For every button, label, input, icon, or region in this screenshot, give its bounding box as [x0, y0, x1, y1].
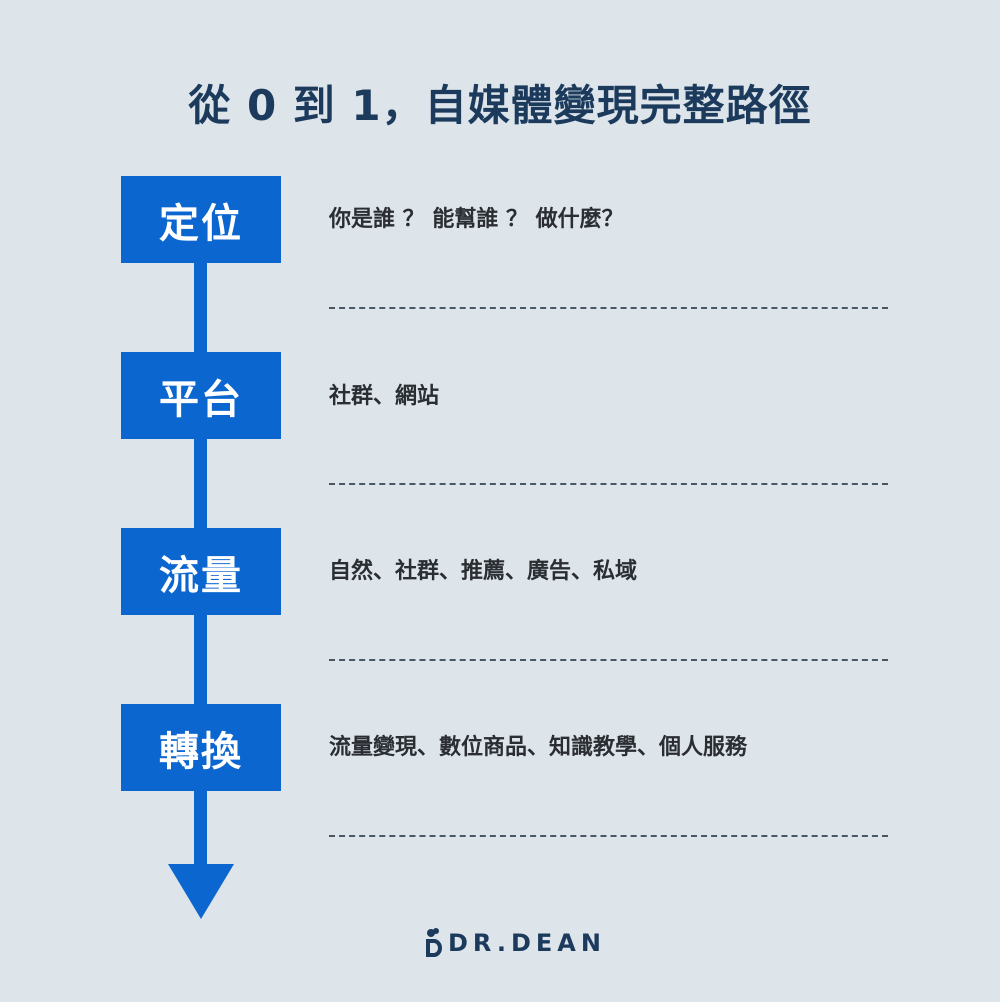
stage-label: 流量	[159, 552, 243, 599]
stage-description-platform: 社群、網站	[329, 384, 440, 409]
stage-label: 轉換	[159, 728, 243, 775]
stage-divider	[329, 483, 888, 485]
stage-divider	[329, 659, 888, 661]
stage-description-conversion: 流量變現、數位商品、知識教學、個人服務	[329, 735, 748, 760]
stage-divider	[329, 307, 888, 309]
stage-box-platform: 平台	[121, 352, 281, 439]
stage-box-positioning: 定位	[121, 176, 281, 263]
stage-box-traffic: 流量	[121, 528, 281, 615]
brand-logo: DR.DEAN	[422, 926, 606, 960]
stage-box-conversion: 轉換	[121, 704, 281, 791]
stage-description-positioning: 你是誰 ？ 能幫誰 ？ 做什麼？	[329, 207, 624, 232]
logo-text: DR.DEAN	[448, 929, 606, 957]
stage-label: 平台	[159, 376, 243, 423]
stage-divider	[329, 835, 888, 837]
dr-dean-head-icon	[426, 928, 442, 957]
page-title: 從 0 到 1，自媒體變現完整路徑	[188, 81, 812, 130]
stage-description-traffic: 自然、社群、推薦、廣告、私域	[329, 559, 638, 584]
flow-arrow-down-icon	[168, 864, 234, 919]
stage-label: 定位	[159, 200, 243, 247]
